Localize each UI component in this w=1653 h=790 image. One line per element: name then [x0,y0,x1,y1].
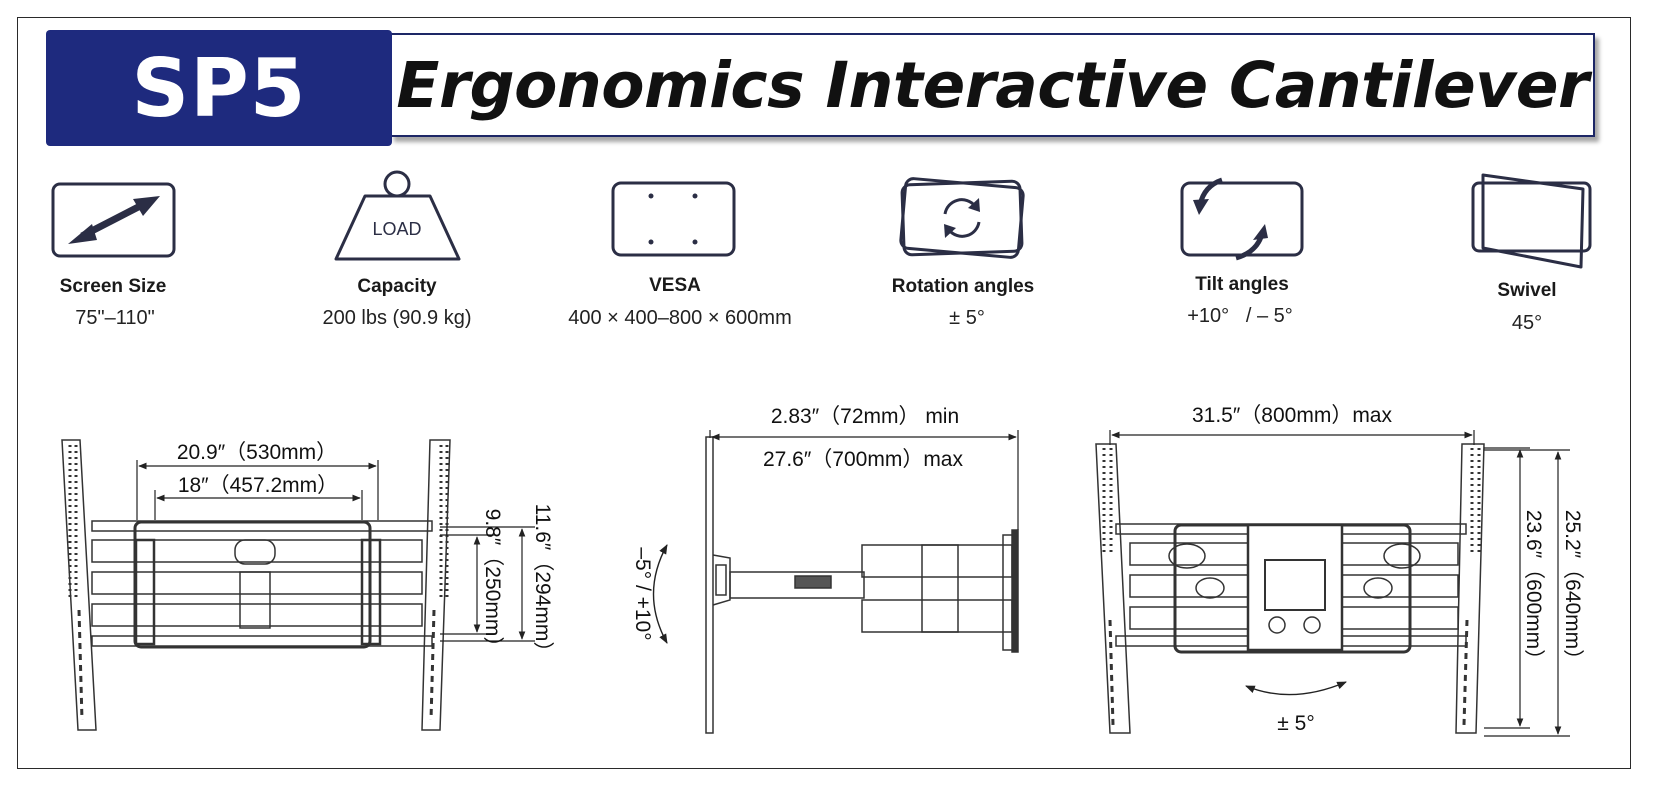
title-banner: Ergonomics Interactive Cantilever [390,33,1595,137]
diagonal-arrow-icon [51,182,176,258]
front-width-inner-label: 18″（457.2mm） [178,474,338,497]
spec-label-swivel: Swivel [1497,280,1557,301]
back-height-outer-label: 25.2″（640mm） [1561,510,1584,670]
spec-label-screen-size: Screen Size [59,276,167,297]
spec-value-vesa: 400 × 400–800 × 600mm [568,307,792,329]
back-height-inner-label: 23.6″（600mm） [1522,510,1545,670]
spec-label-rotation: Rotation angles [891,276,1035,297]
swivel-icon [1471,173,1592,269]
spec-value-screen-size: 75"–110" [75,307,155,329]
spec-value-capacity: 200 lbs (90.9 kg) [322,307,472,329]
spec-value-swivel: 45° [1511,312,1543,334]
spec-label-vesa: VESA [649,275,701,296]
outer-frame [17,17,1631,769]
spec-label-tilt: Tilt angles [1195,274,1289,295]
rotation-icon [899,177,1025,259]
back-width-label: 31.5″（800mm）max [1192,404,1393,427]
front-height-outer-label: 11.6″（294mm） [531,504,554,663]
model-name: SP5 [131,41,307,135]
product-title: Ergonomics Interactive Cantilever [396,48,1589,122]
spec-value-rotation: ± 5° [949,307,985,329]
spec-label-capacity: Capacity [357,276,437,297]
back-rotation-label: ± 5° [1277,712,1314,735]
model-badge: SP5 [46,30,392,146]
side-depth-max-label: 27.6″（700mm）max [763,448,964,471]
front-width-outer-label: 20.9″（530mm） [177,441,337,464]
front-height-inner-label: 9.8″（250mm） [481,509,504,658]
side-view-diagram [652,430,1019,734]
spec-value-tilt: +10° / – 5° [1187,305,1293,327]
back-view-diagram [1095,430,1570,737]
side-depth-min-label: 2.83″（72mm） min [771,405,959,428]
tilt-icon [1180,177,1304,261]
vesa-plate-icon [611,181,736,257]
weight-load-icon: LOAD [334,170,461,261]
load-icon-text: LOAD [372,219,421,239]
front-view-diagram [61,439,535,731]
side-tilt-label: –5° / +10° [631,547,654,640]
